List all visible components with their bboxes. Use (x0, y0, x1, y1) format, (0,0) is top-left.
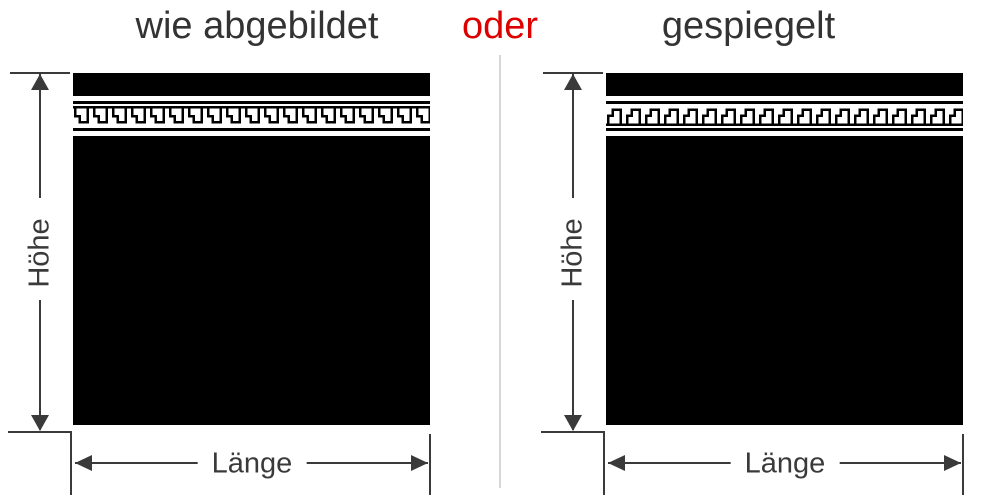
height-label: Höhe (556, 208, 590, 298)
corner-tick-horizontal (541, 431, 604, 433)
arrow-left-icon (608, 455, 625, 471)
height-dimension-line-lower (572, 300, 574, 430)
length-tick-right (429, 434, 431, 495)
length-label: Länge (197, 447, 307, 481)
option-label-as-shown: wie abgebildet (135, 5, 379, 47)
greek-key-pattern (73, 106, 430, 126)
border-swatch-body (606, 136, 963, 425)
height-tick-top (10, 72, 70, 74)
length-tick-left (70, 431, 72, 495)
arrow-down-icon (31, 415, 49, 431)
height-label: Höhe (23, 208, 57, 298)
corner-tick-horizontal (8, 431, 71, 433)
border-swatch-top-bar (73, 73, 430, 96)
border-swatch-body (73, 136, 430, 425)
greek-key-pattern-mirrored (606, 106, 963, 126)
border-swatch-thin-line-top (606, 101, 963, 104)
arrow-right-icon (944, 455, 961, 471)
arrow-left-icon (75, 455, 92, 471)
height-tick-top (543, 72, 603, 74)
border-swatch-thin-line-bottom (606, 128, 963, 131)
length-tick-right (962, 434, 964, 495)
arrow-right-icon (411, 455, 428, 471)
length-label: Länge (730, 447, 840, 481)
panel-divider (499, 55, 501, 488)
arrow-down-icon (564, 415, 582, 431)
panel-as-shown: Höhe Länge (0, 0, 467, 500)
option-separator-oder: oder (461, 5, 539, 47)
border-swatch-top-bar (606, 73, 963, 96)
option-label-mirrored: gespiegelt (661, 5, 836, 47)
length-tick-left (603, 431, 605, 495)
height-dimension-line-upper (39, 74, 41, 198)
panel-mirrored: Höhe Länge (533, 0, 1000, 500)
border-swatch-thin-line-top (73, 101, 430, 104)
height-dimension-line-lower (39, 300, 41, 430)
height-dimension-line-upper (572, 74, 574, 198)
border-swatch-thin-line-bottom (73, 128, 430, 131)
